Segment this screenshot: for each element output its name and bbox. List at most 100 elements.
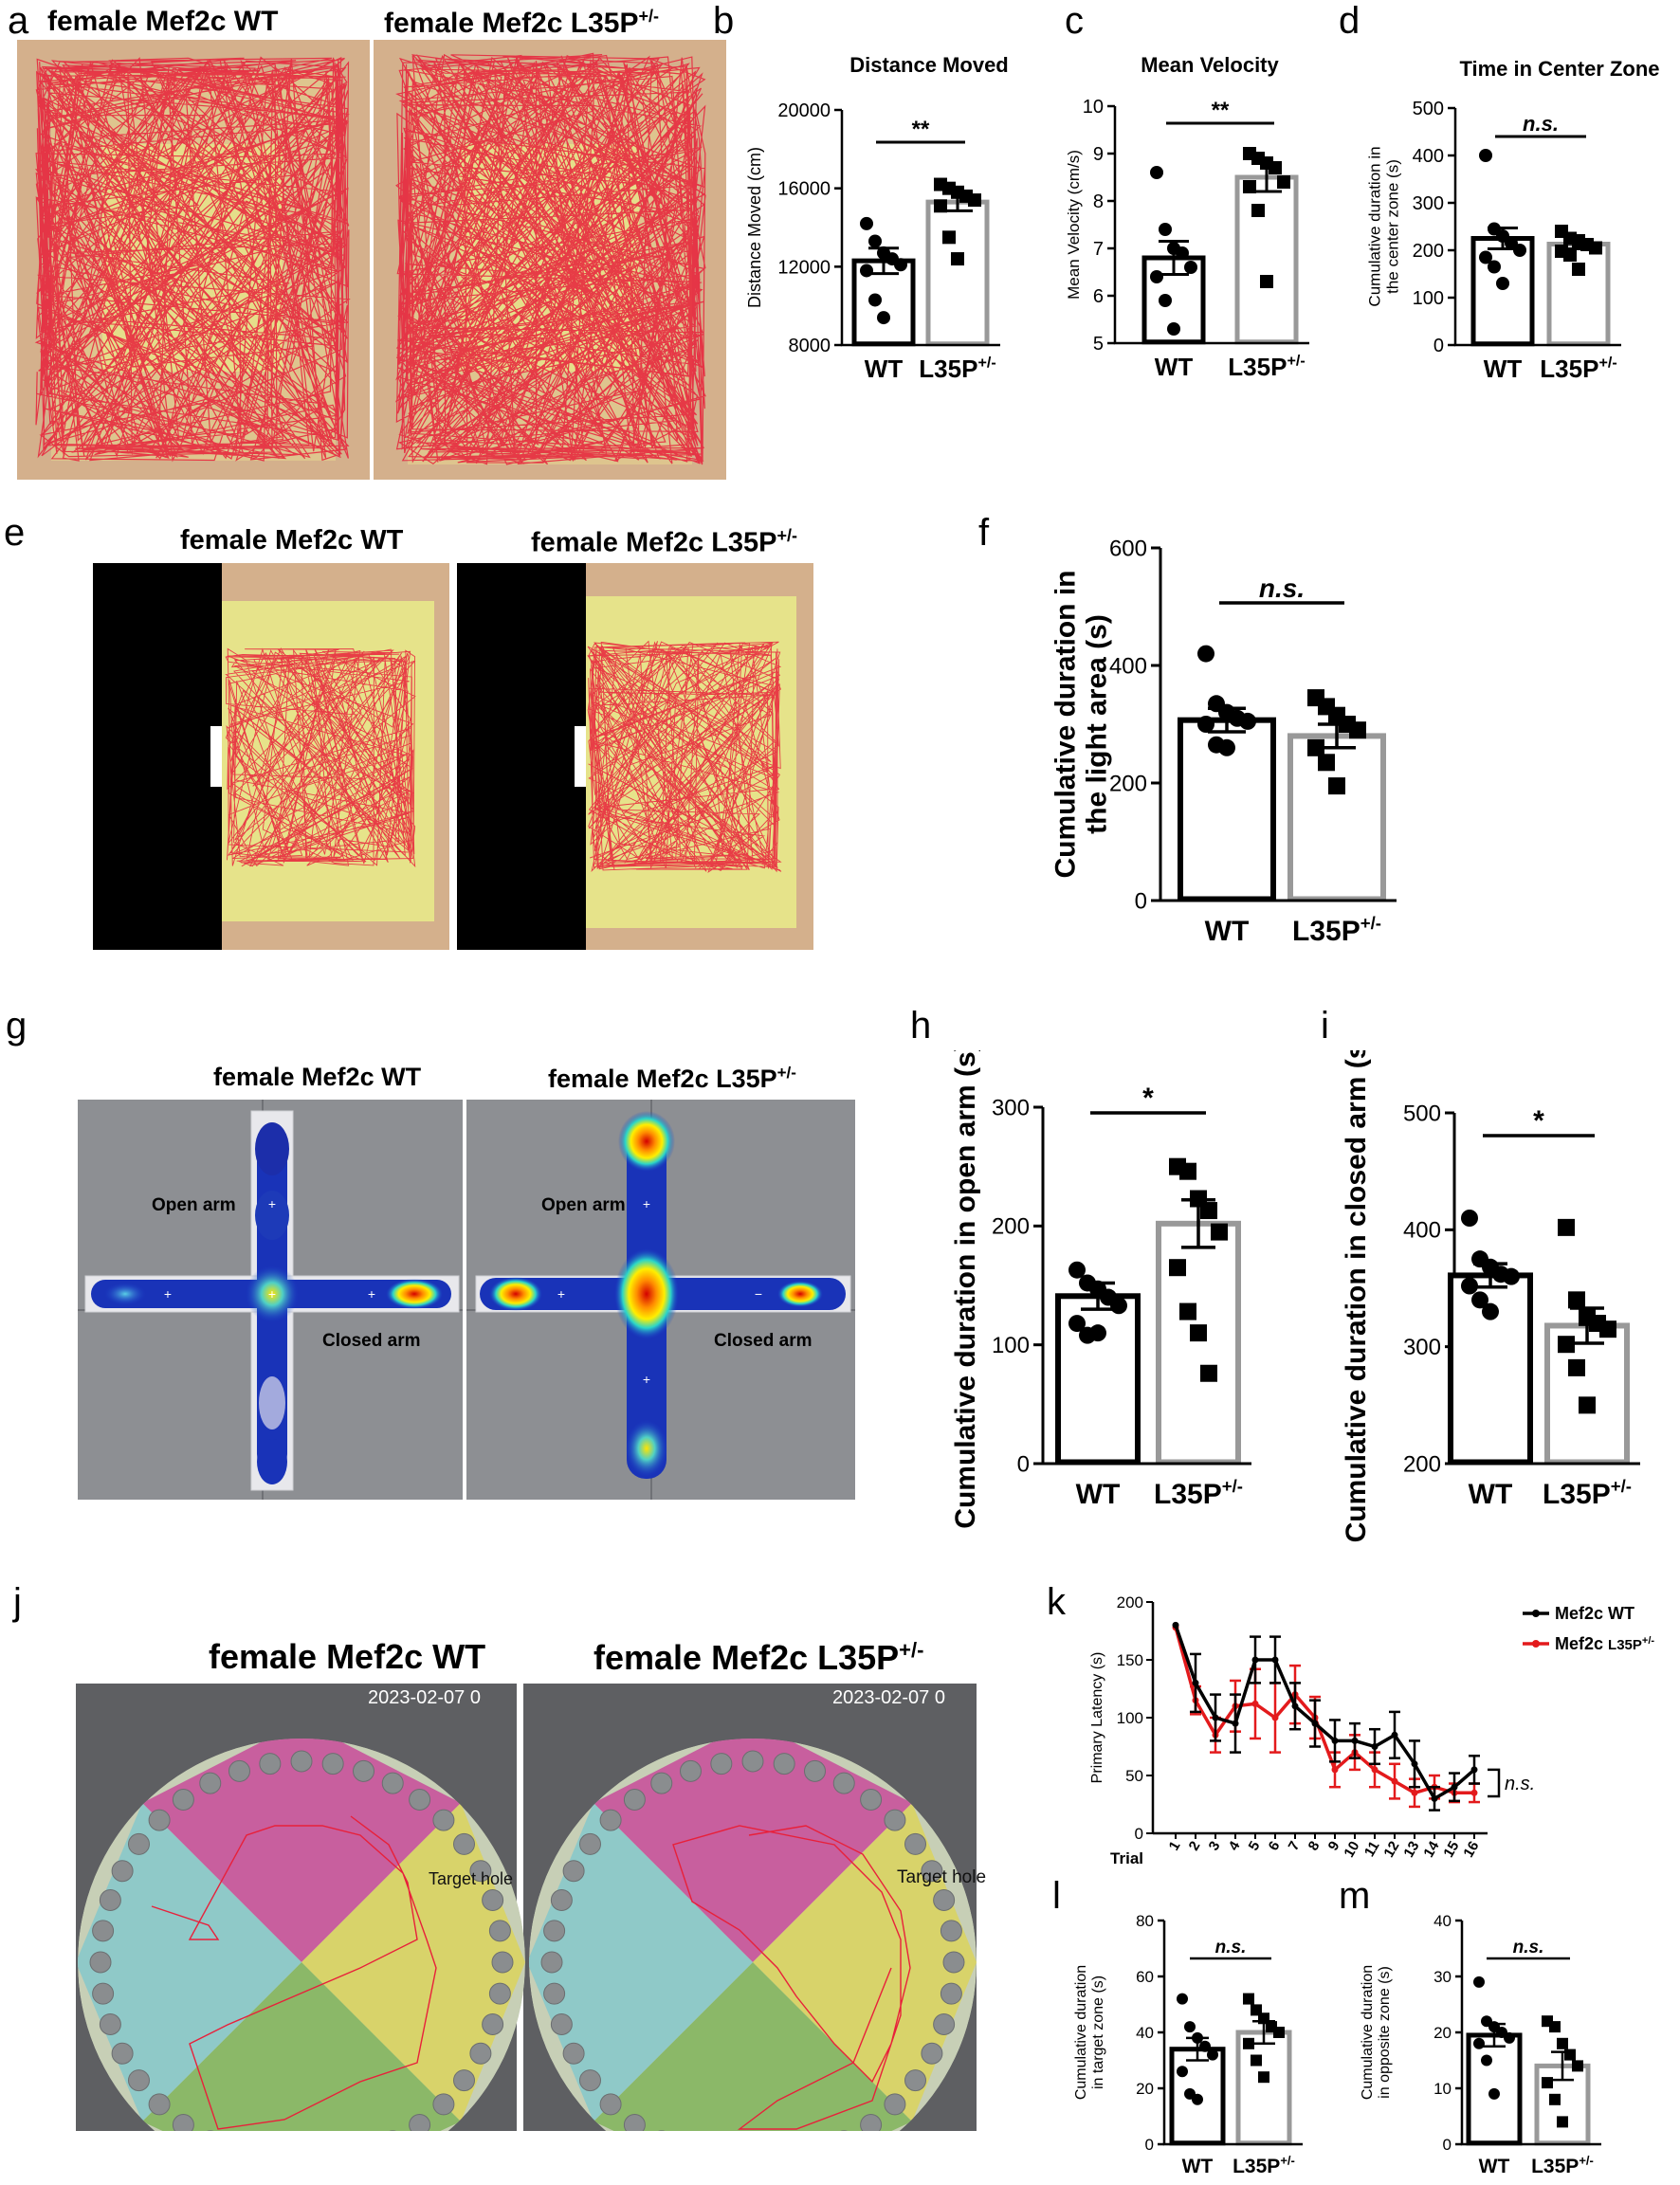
c-data-point-l35p xyxy=(1251,204,1265,217)
track-path xyxy=(34,56,351,463)
panel-letter-i: i xyxy=(1321,1005,1329,1047)
maze-hole xyxy=(940,1920,962,1942)
b-data-point-wt xyxy=(894,258,907,272)
maze-hole xyxy=(679,1759,702,1782)
c-y-tick-label: 6 xyxy=(1093,286,1104,307)
maze-hole xyxy=(469,1860,492,1883)
f-data-point-l35p xyxy=(1307,738,1324,756)
h-data-point-l35p xyxy=(1190,1324,1207,1342)
l-data-point-wt xyxy=(1192,2093,1203,2105)
k-data-point xyxy=(1411,1760,1418,1768)
a-wt-track-image xyxy=(17,40,370,480)
k-data-point xyxy=(1351,1737,1359,1744)
f-y-tick-label: 400 xyxy=(1109,653,1147,679)
k-data-point xyxy=(1391,1777,1398,1785)
i-data-point-wt xyxy=(1471,1291,1488,1309)
k-data-point xyxy=(1411,1789,1418,1796)
track-path xyxy=(394,52,706,465)
k-x-tick-label: 3 xyxy=(1206,1839,1224,1854)
k-data-point xyxy=(1451,1783,1458,1791)
a-wt-title: female Mef2c WT xyxy=(47,6,279,37)
maze-hole xyxy=(940,1982,962,2005)
k-x-axis-label: Trial xyxy=(1110,1849,1143,1867)
k-data-point xyxy=(1311,1720,1319,1727)
maze-hole xyxy=(92,1920,115,1942)
panel-letter-a: a xyxy=(8,0,29,42)
maze-hole xyxy=(172,1788,194,1811)
b-data-point-wt xyxy=(877,311,890,325)
maze-hole xyxy=(804,1759,827,1782)
b-data-point-wt xyxy=(860,264,873,278)
c-data-point-l35p xyxy=(1277,175,1290,189)
maze-track-path xyxy=(672,1825,911,2130)
k-data-point xyxy=(1470,1789,1478,1796)
k-x-tick-label: 7 xyxy=(1286,1839,1304,1854)
maze-hole xyxy=(99,1888,121,1911)
svg-text:+: + xyxy=(268,1196,276,1211)
maze-hole xyxy=(228,1759,250,1782)
m-data-point-wt xyxy=(1481,2054,1492,2067)
h-x-tick-label: WT xyxy=(1076,1479,1121,1510)
k-data-point xyxy=(1431,1794,1438,1802)
f-x-tick-label: WT xyxy=(1205,916,1250,947)
panel-letter-m: m xyxy=(1339,1875,1371,1917)
k-data-point xyxy=(1212,1714,1219,1721)
k-data-point xyxy=(1371,1766,1379,1774)
h-data-point-wt xyxy=(1089,1324,1106,1342)
k-series-line xyxy=(1174,1624,1476,1801)
b-x-tick-label: L35P+/- xyxy=(919,355,995,383)
c-x-tick-label: WT xyxy=(1155,353,1194,381)
h-y-axis-label: Cumulative duration in open arm (s) xyxy=(950,1050,981,1529)
c-y-tick-label: 7 xyxy=(1093,239,1104,260)
maze-hole xyxy=(409,2114,431,2131)
b-chart-title: Distance Moved xyxy=(849,53,1009,77)
m-data-point-l35p xyxy=(1549,2093,1561,2105)
d-data-point-wt xyxy=(1513,244,1526,257)
h-data-point-wt xyxy=(1068,1261,1086,1279)
d-data-point-wt xyxy=(1496,277,1509,290)
m-data-point-l35p xyxy=(1557,2116,1568,2128)
j-mut-target-hole-label: Target hole xyxy=(897,1867,987,1887)
f-y-tick-label: 200 xyxy=(1109,771,1147,796)
k-y-tick-label: 50 xyxy=(1125,1767,1143,1785)
maze-hole xyxy=(884,1809,906,1831)
b-bar-l35p xyxy=(925,199,990,347)
panel-letter-j: j xyxy=(13,1581,22,1623)
d-significance-label: n.s. xyxy=(1523,112,1559,136)
maze-hole xyxy=(578,1832,601,1855)
maze-hole xyxy=(89,1951,112,1974)
i-x-tick-label: WT xyxy=(1469,1479,1513,1510)
l-data-point-wt xyxy=(1199,2040,1211,2052)
k-legend-marker xyxy=(1532,1640,1540,1648)
c-data-point-wt xyxy=(1150,166,1163,179)
maze-hole xyxy=(172,2114,194,2131)
c-data-point-wt xyxy=(1167,322,1180,336)
track-path xyxy=(587,640,782,874)
maze-hole xyxy=(623,2114,646,2131)
c-bar-l35p xyxy=(1234,174,1299,345)
d-bar-l35p xyxy=(1546,242,1611,347)
maze-hole xyxy=(832,1772,855,1794)
maze-hole xyxy=(482,2013,504,2036)
b-y-axis-label: Distance Moved (cm) xyxy=(745,147,764,308)
b-x-tick-label: WT xyxy=(865,355,904,383)
m-significance-label: n.s. xyxy=(1513,1938,1544,1957)
c-y-tick-label: 10 xyxy=(1083,97,1104,118)
d-data-point-wt xyxy=(1479,250,1492,264)
e-light-dark-images xyxy=(93,563,813,950)
l-data-point-wt xyxy=(1177,2066,1188,2078)
k-y-axis-label: Primary Latency (s) xyxy=(1089,1652,1105,1784)
track-path xyxy=(225,647,416,868)
k-significance-label: n.s. xyxy=(1505,1774,1535,1794)
a-mut-title: female Mef2c L35P+/- xyxy=(384,7,659,39)
h-significance-label: * xyxy=(1142,1083,1154,1114)
l-significance-label: n.s. xyxy=(1215,1938,1247,1957)
k-data-point xyxy=(1391,1731,1398,1739)
c-data-point-wt xyxy=(1159,223,1172,236)
maze-hole xyxy=(550,1888,573,1911)
m-x-tick-label: L35P+/- xyxy=(1531,2154,1594,2177)
i-data-point-l35p xyxy=(1568,1358,1585,1376)
d-y-tick-label: 500 xyxy=(1413,99,1444,119)
